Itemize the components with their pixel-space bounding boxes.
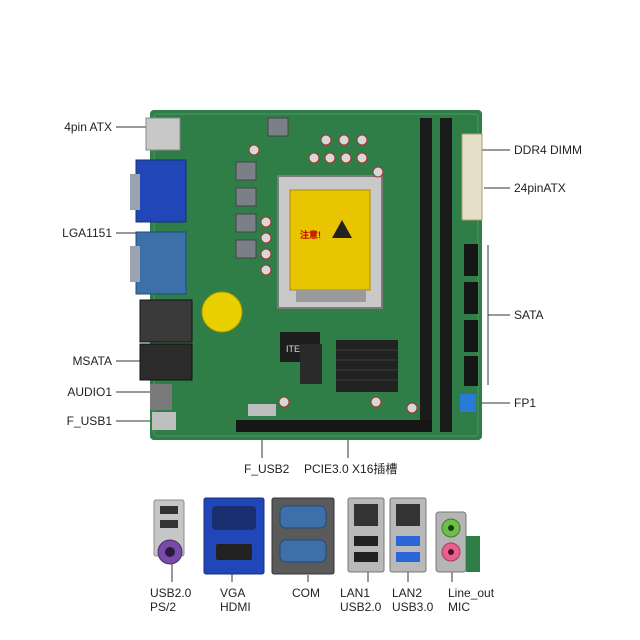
label-24pin-atx: 24pinATX	[514, 181, 566, 195]
label-f-usb1: F_USB1	[66, 414, 112, 428]
label-sata: SATA	[514, 308, 544, 322]
fp1-header	[460, 394, 476, 412]
label-audio1: AUDIO1	[67, 385, 112, 399]
f-usb1-header	[152, 412, 176, 430]
label-lan2-usb3: LAN2 USB3.0	[392, 586, 434, 614]
label-vga-hdmi: VGA HDMI	[220, 586, 251, 614]
sata-ports	[464, 244, 478, 386]
chip-brand-text: ITE	[286, 344, 301, 354]
cmos-battery	[201, 291, 243, 333]
label-pcie-x16: PCIE3.0 X16插槽	[304, 462, 398, 476]
socket-warning-text: 注意!	[300, 230, 321, 240]
hdmi-port-io	[216, 544, 252, 560]
label-lan1-usb2: LAN1 USB2.0	[340, 586, 382, 614]
pcie-x16-slot	[236, 420, 432, 432]
atx-4pin-connector	[145, 117, 181, 151]
label-f-usb2: F_USB2	[244, 462, 290, 476]
atx-24pin-connector	[461, 133, 483, 221]
label-ddr4-dimm: DDR4 DIMM	[514, 143, 582, 157]
lan-port-board-2	[139, 343, 193, 381]
msata-slot	[300, 344, 322, 384]
label-com: COM	[292, 586, 320, 600]
label-usb-ps2: USB2.0 PS/2	[150, 586, 192, 614]
ddr4-slot-2	[440, 118, 452, 432]
label-msata: MSATA	[72, 354, 112, 368]
label-lga1151: LGA1151	[62, 226, 112, 240]
label-lineout-mic: Line_out MIC	[448, 586, 495, 614]
label-4pin-atx: 4pin ATX	[64, 120, 112, 134]
lan-port-board	[139, 299, 193, 343]
ddr4-slot-1	[420, 118, 432, 432]
vga-port-board	[135, 159, 187, 223]
audio1-header	[150, 384, 172, 410]
chipset-heatsink	[336, 340, 398, 392]
socket-cover	[289, 189, 371, 291]
f-usb2-header	[248, 404, 276, 416]
capacitors	[248, 134, 418, 414]
vrm-chokes	[235, 117, 289, 259]
com-port-board	[135, 231, 187, 295]
label-fp1: FP1	[514, 396, 537, 410]
